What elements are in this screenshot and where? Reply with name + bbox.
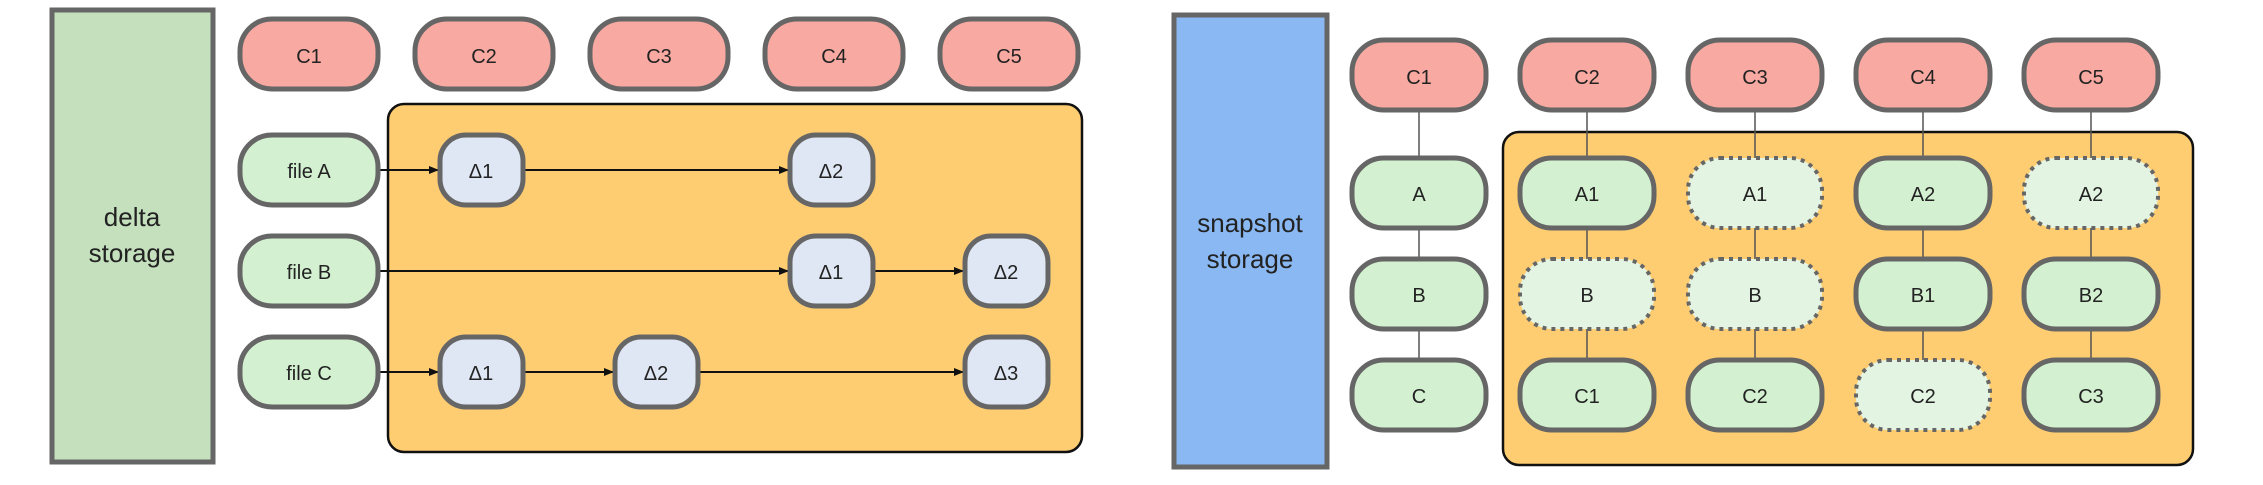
delta-commit-node (412, 16, 556, 92)
snapshot-row: A A1 A1 A2 A2 (1349, 155, 2160, 231)
snapshot-storage-panel: snapshot storage C1 C2 C3 C4 C5 A (1171, 12, 2195, 470)
file-label: file A (287, 161, 331, 183)
snapshot-commit-row: C1 C2 C3 C4 C5 (1349, 37, 2161, 113)
file-label: file C (286, 363, 332, 385)
snapshot-file-link-node (1854, 358, 1992, 432)
delta-storage-label-line-1: delta (104, 202, 161, 232)
delta-label: Δ2 (819, 161, 843, 183)
snapshot-storage-label-line-1: snapshot (1197, 208, 1303, 238)
delta-node (437, 132, 526, 208)
delta-commit-label: C5 (996, 46, 1022, 68)
delta-file-column: file A file B file C (237, 132, 381, 410)
file-node (237, 233, 381, 309)
file-node (237, 132, 381, 208)
snapshot-history-region (1501, 130, 2195, 467)
snapshot-file-node (1349, 256, 1489, 332)
snapshot-file-label: C1 (1574, 386, 1600, 408)
snapshot-commit-node (1853, 37, 1993, 113)
delta-commit-node (237, 16, 381, 92)
delta-label: Δ1 (469, 161, 493, 183)
snapshot-file-label: C2 (1910, 386, 1936, 408)
snapshot-row: B B B B1 B2 (1349, 256, 2161, 332)
snapshot-file-label: C2 (1742, 386, 1768, 408)
delta-commit-label: C3 (646, 46, 672, 68)
snapshot-file-link-node (1518, 257, 1656, 331)
snapshot-commit-label: C5 (2078, 67, 2104, 89)
snapshot-file-node (1349, 357, 1489, 433)
file-label: file B (287, 262, 331, 284)
snapshot-storage-label-box (1171, 12, 1330, 470)
delta-node (962, 233, 1051, 309)
snapshot-file-label: B2 (2079, 285, 2103, 307)
snapshot-file-label: C3 (2078, 386, 2104, 408)
snapshot-file-label: A (1412, 184, 1426, 206)
file-node (237, 334, 381, 410)
snapshot-file-label: B (1748, 285, 1761, 307)
snapshot-file-node (2021, 256, 2161, 332)
snapshot-file-link-node (1686, 257, 1824, 331)
snapshot-file-node (2021, 357, 2161, 433)
snapshot-file-label: A1 (1575, 184, 1599, 206)
snapshot-file-node (1853, 155, 1993, 231)
snapshot-file-label: A2 (1911, 184, 1935, 206)
snapshot-file-label: B (1580, 285, 1593, 307)
delta-label: Δ3 (994, 363, 1018, 385)
snapshot-file-node (1517, 155, 1657, 231)
snapshot-commit-node (1349, 37, 1489, 113)
snapshot-file-label: B (1412, 285, 1425, 307)
delta-node (437, 334, 526, 410)
snapshot-file-label: B1 (1911, 285, 1935, 307)
snapshot-file-node (1853, 256, 1993, 332)
snapshot-file-node (1517, 357, 1657, 433)
delta-history-region (386, 102, 1084, 454)
delta-commit-node (762, 16, 906, 92)
snapshot-file-label: C (1412, 386, 1426, 408)
snapshot-file-link-node (2022, 156, 2160, 230)
snapshot-commit-node (1685, 37, 1825, 113)
snapshot-commit-node (1517, 37, 1657, 113)
delta-commit-node (937, 16, 1081, 92)
snapshot-row: C C1 C2 C2 C3 (1349, 357, 2161, 433)
delta-commit-label: C1 (296, 46, 322, 68)
snapshot-commit-label: C3 (1742, 67, 1768, 89)
delta-nodes: Δ1 Δ2 Δ1 Δ2 Δ1 Δ2 Δ3 (437, 132, 1051, 410)
delta-arrows (378, 166, 964, 376)
delta-label: Δ2 (994, 262, 1018, 284)
delta-label: Δ1 (819, 262, 843, 284)
delta-node (612, 334, 701, 410)
snapshot-commit-node (2021, 37, 2161, 113)
delta-label: Δ2 (644, 363, 668, 385)
snapshot-storage-label-line-2: storage (1207, 244, 1294, 274)
delta-commit-label: C4 (821, 46, 847, 68)
delta-node (962, 334, 1051, 410)
delta-node (787, 132, 876, 208)
snapshot-commit-label: C2 (1574, 67, 1600, 89)
delta-node (787, 233, 876, 309)
snapshot-file-label: A2 (2079, 184, 2103, 206)
delta-storage-label-line-2: storage (89, 238, 176, 268)
delta-commit-label: C2 (471, 46, 497, 68)
snapshot-commit-label: C1 (1406, 67, 1432, 89)
delta-storage-panel: delta storage C1 C2 C3 C4 C5 (49, 7, 1084, 465)
delta-commit-node (587, 16, 731, 92)
snapshot-file-label: A1 (1743, 184, 1767, 206)
snapshot-commit-label: C4 (1910, 67, 1936, 89)
snapshot-file-link-node (1686, 156, 1824, 230)
delta-storage-label-box (49, 7, 216, 465)
snapshot-file-node (1685, 357, 1825, 433)
snapshot-file-node (1349, 155, 1489, 231)
delta-commit-row: C1 C2 C3 C4 C5 (237, 16, 1081, 92)
delta-label: Δ1 (469, 363, 493, 385)
